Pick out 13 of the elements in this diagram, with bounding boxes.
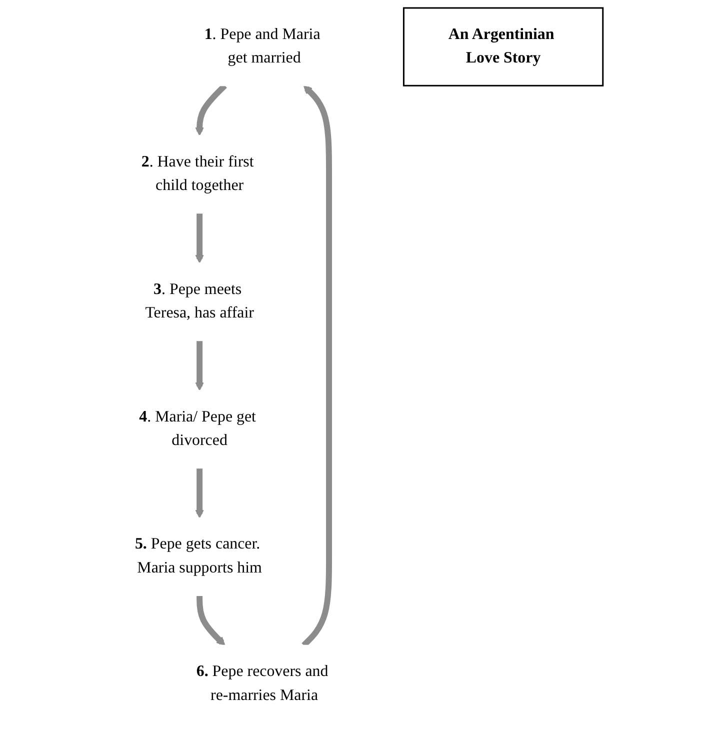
node-text: 6. Pepe recovers and re-marries Maria <box>196 663 328 704</box>
node-text: 3. Pepe meets Teresa, has affair <box>145 280 254 322</box>
node-text: 4. Maria/ Pepe get divorced <box>139 408 256 450</box>
node-text: 1. Pepe and Maria get married <box>204 26 320 67</box>
arrow <box>195 213 204 264</box>
arrow <box>302 85 332 648</box>
arrow <box>195 468 204 518</box>
node-text: 5. Pepe gets cancer. Maria supports him <box>135 536 262 577</box>
arrow <box>195 84 227 136</box>
node-text: 2. Have their first child together <box>141 153 254 194</box>
node-box <box>403 7 604 86</box>
arrow <box>195 340 204 391</box>
arrow <box>196 596 226 646</box>
